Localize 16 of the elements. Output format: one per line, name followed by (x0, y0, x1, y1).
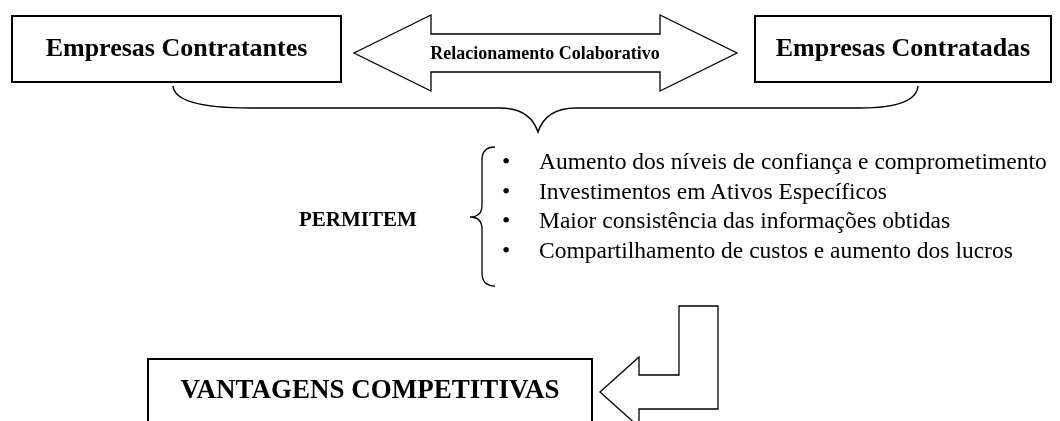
text-box (147, 358, 593, 421)
list-item: Aumento dos níveis de confiança e comprometimento (539, 147, 1047, 176)
bent-block-arrow (599, 305, 719, 421)
bullet: • (502, 235, 512, 265)
bullet: • (502, 176, 512, 206)
text-box (754, 15, 1052, 83)
text-box (11, 15, 342, 83)
side-label: PERMITEM (299, 206, 417, 233)
list-item: Maior consistência das informações obtidas (539, 206, 951, 235)
bullet: • (502, 147, 512, 176)
box-title: VANTAGENS COMPETITIVAS (180, 373, 560, 406)
box-title: Empresas Contratadas (775, 32, 1031, 64)
list-item: Investimentos em Ativos Específicos (539, 176, 887, 206)
box-title: Empresas Contratantes (45, 32, 308, 64)
list-item: Compartilhamento de custos e aumento dos lucros (539, 235, 1013, 265)
bullet: • (502, 206, 512, 235)
